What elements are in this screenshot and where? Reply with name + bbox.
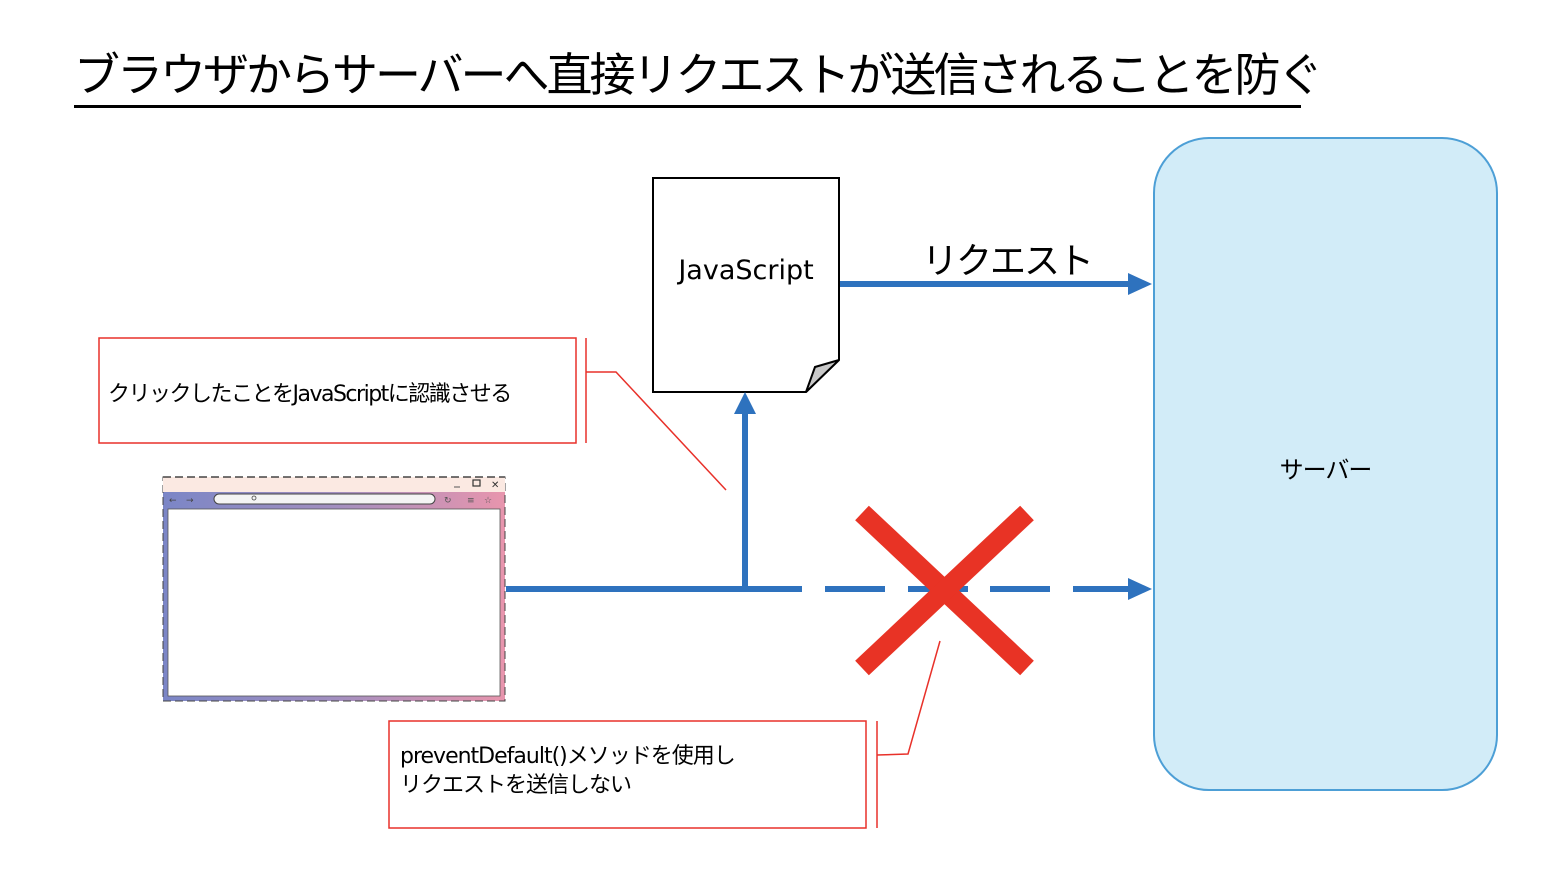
callout-prevent-default-text: preventDefault()メソッドを使用し リクエストを送信しない bbox=[400, 743, 736, 800]
maximize-icon bbox=[472, 479, 481, 487]
callout-prevent-line1: preventDefault()メソッドを使用し bbox=[400, 744, 736, 769]
up-arrow-to-javascript bbox=[734, 392, 756, 589]
browser-window-icon: ✕ ← → ↻ ≡ ☆ bbox=[162, 476, 506, 702]
request-label: リクエスト bbox=[922, 241, 1094, 282]
reload-icon: ↻ bbox=[444, 496, 452, 506]
callout-prevent-line2: リクエストを送信しない bbox=[400, 772, 632, 798]
request-arrow bbox=[840, 273, 1152, 295]
back-icon: ← bbox=[169, 496, 177, 506]
address-bar bbox=[213, 493, 436, 505]
javascript-label: JavaScript bbox=[678, 255, 814, 286]
javascript-document-icon bbox=[652, 177, 840, 393]
close-icon: ✕ bbox=[491, 480, 499, 491]
callout-prevent-default bbox=[388, 640, 941, 829]
callout-click-notice bbox=[98, 337, 727, 491]
cross-icon bbox=[855, 505, 1034, 676]
favorite-icon: ☆ bbox=[484, 496, 492, 506]
callout-click-notice-text: クリックしたことをJavaScriptに認識させる bbox=[108, 382, 512, 407]
forward-icon: → bbox=[186, 496, 194, 506]
menu-icon: ≡ bbox=[467, 496, 475, 506]
search-icon bbox=[251, 495, 257, 501]
server-label: サーバー bbox=[1279, 456, 1373, 484]
page-title: ブラウザからサーバーへ直接リクエストが送信されることを防ぐ bbox=[74, 48, 1324, 102]
server-box bbox=[1153, 137, 1498, 791]
title-underline bbox=[74, 105, 1301, 108]
blocked-request-arrow bbox=[825, 578, 1152, 600]
